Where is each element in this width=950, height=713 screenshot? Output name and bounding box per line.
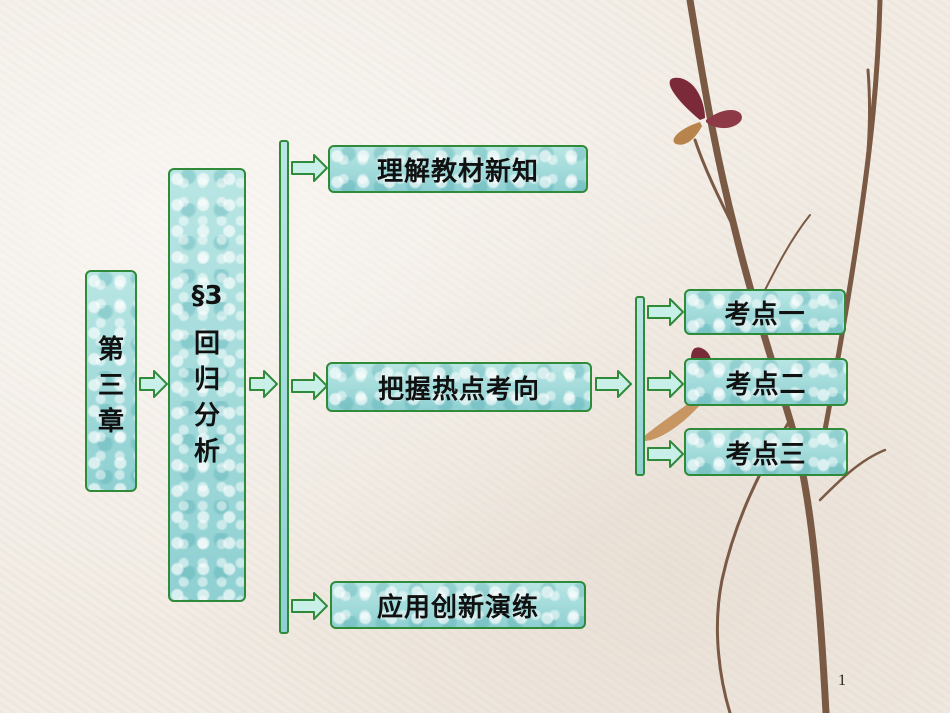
chapter-char: 章 [97,407,124,437]
section-item-label: 应用创新演练 [376,592,539,623]
chapter-box: 第 三 章 [85,270,137,492]
topic-item-label: 考点二 [725,369,807,400]
arrow-right-icon [249,370,278,398]
butterfly-icon [669,77,742,145]
section-title-char: 析 [193,437,220,467]
arrow-right-icon [647,440,684,468]
chapter-char: 第 [97,335,124,365]
arrow-right-icon [291,154,328,182]
section-item-label: 理解教材新知 [376,156,539,187]
section-title-char: 归 [193,365,220,395]
topic-item-3[interactable]: 考点三 [684,428,848,476]
topic-item-2[interactable]: 考点二 [684,358,848,406]
arrow-right-icon [291,592,328,620]
topic-item-label: 考点三 [725,439,807,470]
section-box: §3 回 归 分 析 [168,168,246,602]
chapter-char: 三 [97,371,124,401]
connector-bar-topics [635,296,645,476]
page-number: 1 [838,672,846,689]
section-item-label: 把握热点考向 [377,374,540,405]
connector-bar-main [279,140,289,634]
arrow-right-icon [595,370,632,398]
section-title-char: 分 [193,401,220,431]
section-item-hotspots[interactable]: 把握热点考向 [326,362,592,412]
arrow-right-icon [291,372,328,400]
section-number: §3 [191,281,223,311]
section-item-understand[interactable]: 理解教材新知 [328,145,588,193]
section-title-char: 回 [193,329,220,359]
arrow-right-icon [647,370,684,398]
topic-item-1[interactable]: 考点一 [684,289,846,335]
arrow-right-icon [647,298,684,326]
section-item-practice[interactable]: 应用创新演练 [330,581,586,629]
topic-item-label: 考点一 [724,299,806,330]
arrow-right-icon [139,370,168,398]
